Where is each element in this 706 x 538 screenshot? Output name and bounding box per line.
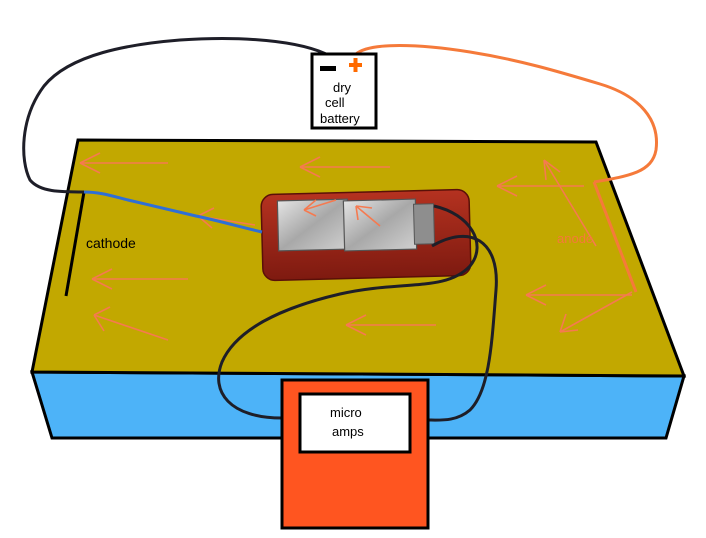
- battery-plus-terminal: [349, 58, 362, 72]
- anode-electrode: [592, 181, 638, 293]
- cathode-electrode: [64, 191, 86, 297]
- arrow: [525, 284, 632, 306]
- meter-label-line1: micro: [330, 405, 362, 420]
- anode-label: anode: [557, 231, 593, 246]
- microammeter: micro amps: [280, 378, 430, 530]
- dry-cell-battery: dry cell battery: [310, 52, 378, 130]
- current-arrows: [79, 152, 633, 341]
- meter-wire-left: [217, 204, 479, 420]
- arrow: [543, 159, 597, 247]
- black-wire-to-cathode: [22, 37, 331, 194]
- arrow: [299, 156, 390, 178]
- battery-label-line1: dry: [333, 80, 352, 95]
- battery-label-line3: battery: [320, 111, 360, 126]
- meter-display: [298, 392, 412, 454]
- arrow: [79, 152, 168, 174]
- arrow: [93, 306, 169, 341]
- meter-label-line2: amps: [332, 424, 364, 439]
- sample-device: [260, 188, 472, 282]
- arrow: [559, 291, 633, 333]
- cathode-label: cathode: [86, 235, 136, 251]
- arrow: [496, 175, 584, 197]
- meter-wire-right: [425, 235, 498, 422]
- arrow: [91, 268, 188, 290]
- battery-label-line2: cell: [325, 95, 345, 110]
- anode-wire: [355, 44, 658, 184]
- cathode-wire: [83, 190, 263, 234]
- arrow: [345, 314, 436, 336]
- battery-minus-terminal: [320, 66, 336, 71]
